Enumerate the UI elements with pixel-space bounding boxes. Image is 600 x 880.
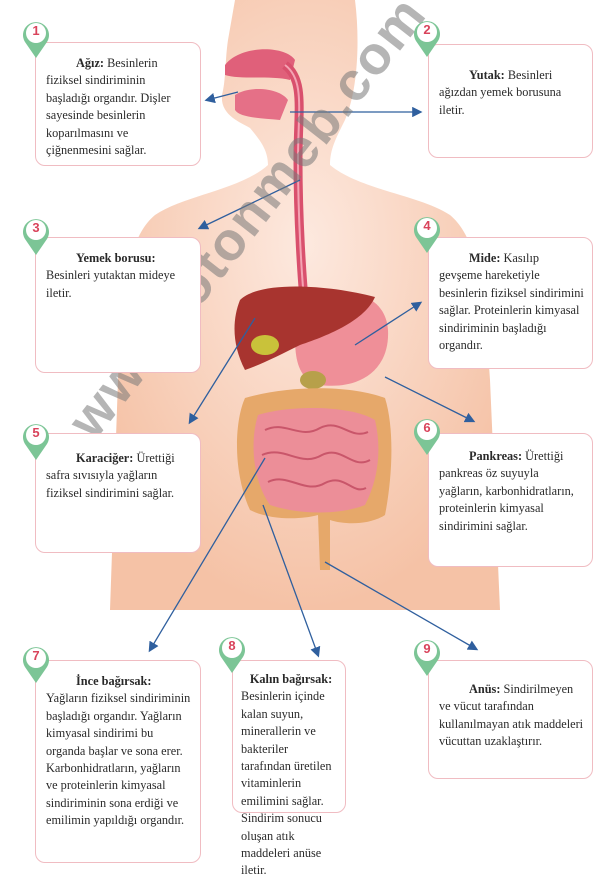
map-pin-icon: 2 — [412, 17, 442, 59]
box-text: Besinlerin fiziksel sindiriminin başladı… — [46, 56, 171, 158]
box-text: Besinleri yutaktan mideye iletir. — [46, 268, 176, 300]
info-box-mouth: Ağız: Besinlerin fiziksel sindiriminin b… — [35, 42, 201, 166]
info-box-pharynx: Yutak: Besinleri ağızdan yemek borusuna … — [428, 44, 593, 158]
map-pin-icon: 1 — [21, 18, 51, 60]
box-title: Yemek borusu: — [76, 251, 156, 265]
arrow-6 — [384, 376, 476, 423]
pointer-arrows — [148, 91, 479, 658]
arrow-9 — [324, 561, 479, 651]
small-intestine-folds — [261, 424, 371, 491]
esophagus-highlight — [284, 64, 306, 311]
pancreas — [300, 371, 326, 389]
info-box-pancreas: Pankreas: Ürettiği pankreas öz suyuyla y… — [428, 433, 593, 567]
arrow-1 — [204, 91, 239, 104]
map-pin-icon: 7 — [21, 643, 51, 685]
small-intestine — [253, 408, 379, 513]
pin-number: 7 — [32, 648, 40, 663]
pin-number: 6 — [423, 420, 431, 435]
info-box-stomach: Mide: Kasılıp gevşeme hareketiyle besinl… — [428, 237, 593, 369]
box-text: Yağların fiziksel sindiriminin başladığı… — [46, 691, 191, 828]
box-text: Besinleri ağızdan yemek borusuna iletir. — [439, 68, 562, 117]
box-title: Pankreas: — [469, 449, 523, 463]
box-title: Mide: — [469, 251, 501, 265]
pin-number: 1 — [32, 23, 40, 38]
map-pin-icon: 8 — [217, 633, 247, 675]
pin-number: 3 — [32, 220, 40, 235]
box-title: İnce bağırsak: — [76, 674, 152, 688]
arrow-7 — [148, 457, 266, 653]
box-text: Sindirilmeyen ve vücut tarafından kullan… — [439, 682, 584, 749]
box-text: Ürettiği safra sıvısıyla yağların fiziks… — [46, 451, 175, 500]
box-title: Yutak: — [469, 68, 505, 82]
info-box-small-intestine: İnce bağırsak: Yağların fiziksel sindiri… — [35, 660, 201, 863]
pin-number: 4 — [423, 218, 431, 233]
info-box-esophagus: Yemek borusu: Besinleri yutaktan mideye … — [35, 237, 201, 373]
box-text: Kasılıp gevşeme hareketiyle besinlerin f… — [439, 251, 584, 353]
map-pin-icon: 4 — [412, 213, 442, 255]
arrow-4 — [354, 301, 423, 346]
box-title: Anüs: — [469, 682, 501, 696]
arrow-3 — [197, 179, 301, 230]
map-pin-icon: 9 — [412, 636, 442, 678]
info-box-liver: Karaciğer: Ürettiği safra sıvısıyla yağl… — [35, 433, 201, 553]
box-title: Kalın bağırsak: — [249, 672, 333, 686]
arrow-8 — [262, 504, 321, 658]
pin-number: 9 — [423, 641, 431, 656]
mouth-organ — [225, 49, 295, 120]
box-text: Besinlerin içinde kalan suyun, mineralle… — [241, 689, 332, 878]
map-pin-icon: 5 — [21, 420, 51, 462]
pin-number: 5 — [32, 425, 40, 440]
map-pin-icon: 6 — [412, 415, 442, 457]
box-title: Karaciğer: — [76, 451, 134, 465]
map-pin-icon: 3 — [21, 215, 51, 257]
pin-number: 2 — [423, 22, 431, 37]
gallbladder — [251, 335, 279, 355]
arrow-5 — [188, 317, 256, 425]
pin-number: 8 — [228, 638, 236, 653]
info-box-large-intestine: Kalın bağırsak: Besinlerin içinde kalan s… — [232, 660, 346, 877]
box-title: Ağız: — [76, 56, 104, 70]
info-box-anus: Anüs: Sindirilmeyen ve vücut tarafından … — [428, 660, 593, 779]
box-text: Ürettiği pankreas öz suyuyla yağların, k… — [439, 449, 574, 533]
